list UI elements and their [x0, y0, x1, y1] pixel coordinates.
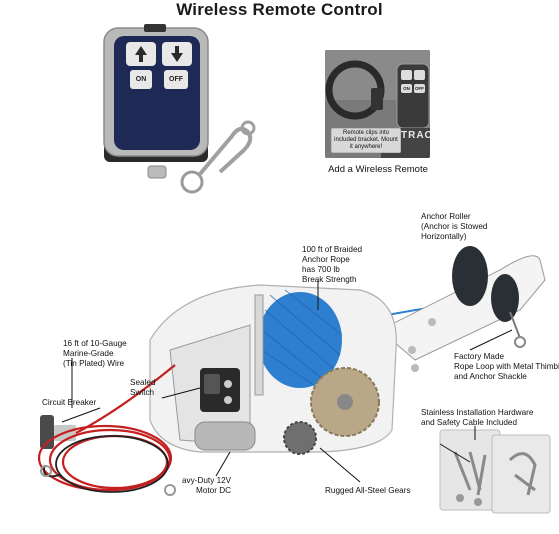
rope-line-4: Break Strength	[302, 275, 357, 284]
callout-rope: 100 ft of Braided Anchor Rope has 700 lb…	[302, 245, 362, 285]
hardware-line-1: Stainless Installation Hardware	[421, 408, 534, 417]
rope-line-2: Anchor Rope	[302, 255, 350, 264]
hardware-line-2: and Safety Cable Included	[421, 418, 518, 427]
wire-line-2: Marine-Grade	[63, 349, 114, 358]
remote-control-photo: ON OFF	[100, 24, 265, 194]
rope-loop-line-3: and Anchor Shackle	[454, 372, 527, 381]
inset-brand-logo: TRAC	[401, 130, 430, 141]
motor-line-2: Motor DC	[196, 486, 232, 495]
callout-wire: 16 ft of 10-Gauge Marine-Grade (Tin Plat…	[63, 339, 127, 369]
rope-loop-line-1: Factory Made	[454, 352, 505, 361]
sealed-switch-line-2: Switch	[130, 388, 155, 397]
inset-caption-text: Remote clips into included bracket. Moun…	[334, 130, 398, 150]
callout-circuit-breaker: Circuit Breaker	[42, 398, 97, 407]
callout-hardware: Stainless Installation Hardware and Safe…	[421, 408, 533, 428]
inset-caption: Add a Wireless Remote	[328, 164, 428, 175]
callout-sealed-switch: Sealed Switch	[130, 378, 156, 398]
callout-motor: avy-Duty 12V Motor DC	[182, 476, 231, 496]
remote-on-button: ON	[135, 76, 147, 83]
inset-on-label: ON	[403, 86, 410, 91]
anchor-roller-line-3: Horizontally)	[421, 232, 467, 241]
motor-line-1: avy-Duty 12V	[182, 476, 232, 485]
anchor-roller-line-2: (Anchor is Stowed	[421, 222, 488, 231]
wire-line-3: (Tin Plated) Wire	[63, 359, 125, 368]
remote-mount-inset-photo: ON OFF TRAC Remote clips into included b…	[325, 50, 430, 158]
rope-line-3: has 700 lb	[302, 265, 340, 274]
winch-assembly-illustration	[0, 190, 559, 529]
remote-off-button: OFF	[169, 76, 183, 83]
rope-loop-line-2: Rope Loop with Metal Thimble	[454, 362, 559, 371]
callout-rope-loop: Factory Made Rope Loop with Metal Thimbl…	[454, 352, 559, 382]
inset-caption-bubble: Remote clips into included bracket. Moun…	[331, 128, 401, 153]
wire-line-1: 16 ft of 10-Gauge	[63, 339, 127, 348]
page-title: Wireless Remote Control	[176, 0, 383, 19]
inset-off-label: OFF	[415, 86, 424, 91]
sealed-switch-line-1: Sealed	[130, 378, 156, 387]
rope-line-1: 100 ft of Braided	[302, 245, 363, 254]
callout-gears: Rugged All-Steel Gears	[325, 486, 411, 495]
anchor-roller-line-1: Anchor Roller	[421, 212, 471, 221]
callout-anchor-roller: Anchor Roller (Anchor is Stowed Horizont…	[421, 212, 487, 242]
